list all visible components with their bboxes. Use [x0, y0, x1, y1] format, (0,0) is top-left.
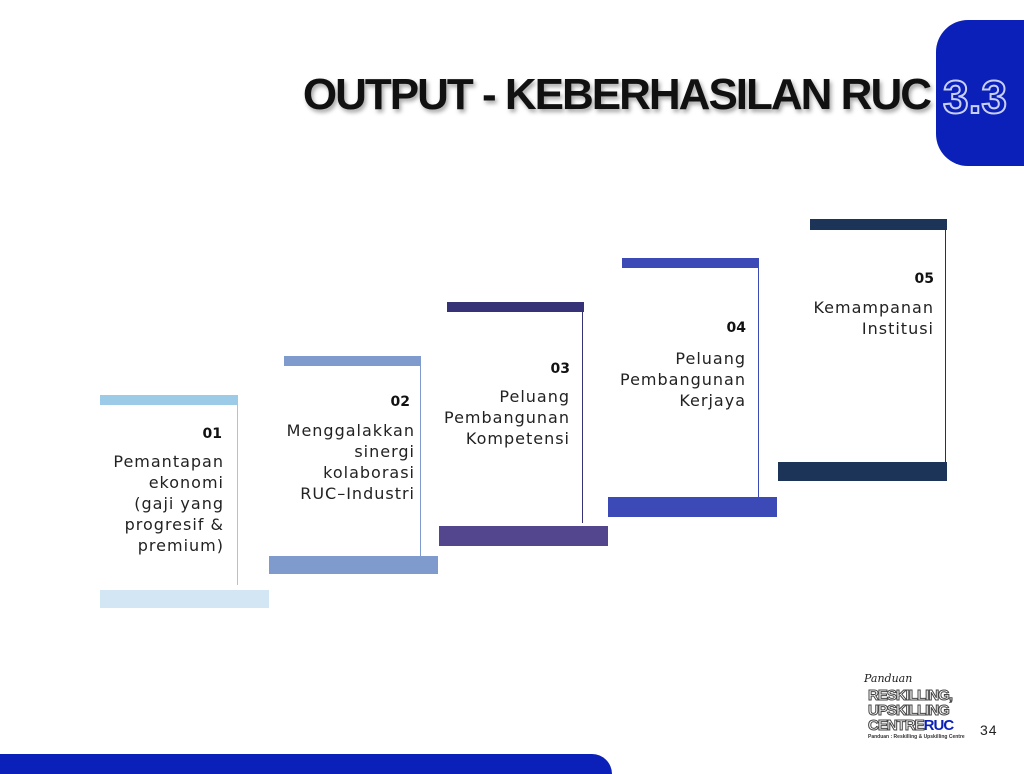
step-04-bottom-bar: [608, 497, 777, 517]
logo-script-text: Panduan: [864, 672, 913, 685]
step-01-bottom-bar: [100, 590, 269, 608]
step-02-line: [420, 361, 421, 556]
step-05-line: [945, 224, 946, 462]
step-05-bottom-bar: [778, 462, 947, 481]
step-04-top-bar: [622, 258, 759, 268]
step-02-top-bar: [284, 356, 421, 366]
logo-tagline: Panduan : Reskilling & Upskilling Centre: [868, 734, 965, 740]
step-05-number: 05: [914, 271, 934, 287]
step-01-number: 01: [202, 426, 222, 442]
step-01-top-bar: [100, 395, 238, 405]
logo-line-1: RESKILLING,: [867, 687, 953, 704]
logo-line-2: UPSKILLING: [868, 702, 951, 719]
step-04-number: 04: [726, 320, 746, 336]
footer-bar: [0, 754, 612, 774]
section-number: 3.3: [942, 70, 1008, 124]
logo-line-3: CENTRERUC: [868, 717, 955, 734]
step-02-number: 02: [390, 394, 410, 410]
step-05-top-bar: [810, 219, 947, 230]
section-tab: [936, 20, 1024, 166]
step-01-line: [237, 400, 238, 585]
step-03-line: [582, 307, 583, 523]
step-03-number: 03: [550, 361, 570, 377]
page-number: 34: [980, 722, 998, 738]
ruc-logo: Panduan RESKILLING, UPSKILLING CENTRERUC…: [862, 672, 968, 746]
page-title: OUTPUT - KEBERHASILAN RUC: [302, 70, 932, 119]
step-02-bottom-bar: [269, 556, 438, 574]
step-04-line: [758, 263, 759, 497]
step-03-top-bar: [447, 302, 584, 312]
step-03-bottom-bar: [439, 526, 608, 546]
